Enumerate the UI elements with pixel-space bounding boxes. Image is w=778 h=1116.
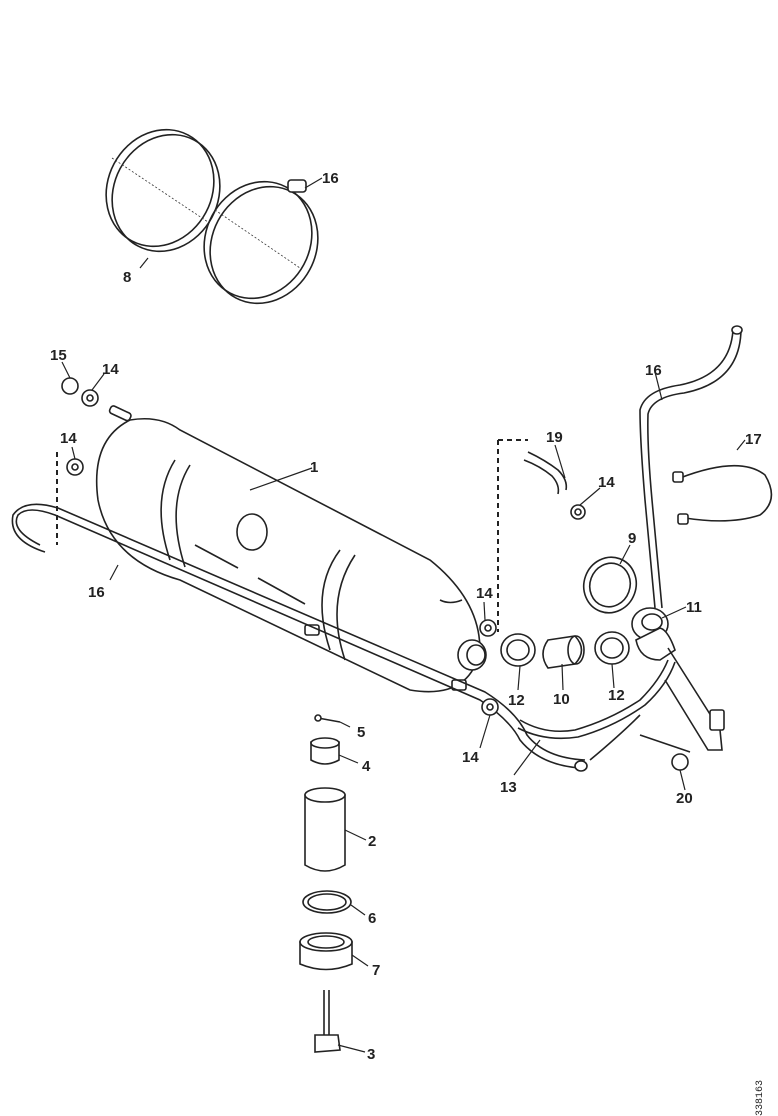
nut-14-b <box>66 458 84 476</box>
clamp-ring-8 <box>105 128 221 253</box>
screw-5 <box>314 714 341 723</box>
callout-12-a: 12 <box>508 692 525 709</box>
callout-13: 13 <box>500 779 517 796</box>
sleeve-10 <box>542 635 585 669</box>
callout-14-e: 14 <box>598 474 615 491</box>
callout-16-right: 16 <box>645 362 662 379</box>
tank-1 <box>95 405 481 693</box>
callout-9: 9 <box>628 530 636 547</box>
callout-6: 6 <box>368 910 376 927</box>
callout-14-a: 14 <box>102 361 119 378</box>
callout-14-b: 14 <box>60 430 77 447</box>
callout-1: 1 <box>310 459 318 476</box>
callout-8: 8 <box>123 269 131 286</box>
coupling-12-b <box>594 631 630 665</box>
filter-cartridge-2 <box>304 787 346 872</box>
callout-labels: 8 16 15 14 14 1 16 14 12 10 12 14 13 9 1… <box>50 170 762 1063</box>
cap-15 <box>61 377 79 395</box>
callout-2: 2 <box>368 833 376 850</box>
valve-11 <box>631 607 676 661</box>
nut-14-c <box>479 619 497 637</box>
callout-3: 3 <box>367 1046 375 1063</box>
leader-lines <box>61 177 746 1053</box>
callout-5: 5 <box>357 724 365 741</box>
nut-14-e <box>570 504 586 520</box>
callout-4: 4 <box>362 758 371 775</box>
coupling-12-a <box>500 633 536 667</box>
o-ring-6 <box>302 890 352 914</box>
callout-16-left: 16 <box>88 584 105 601</box>
callout-12-b: 12 <box>608 687 625 704</box>
pipe-13 <box>517 659 676 761</box>
nut-14-a <box>81 389 99 407</box>
callout-19: 19 <box>546 429 563 446</box>
drain-valve-3 <box>314 990 341 1053</box>
callout-15: 15 <box>50 347 67 364</box>
alignment-line-right <box>497 439 528 632</box>
callout-14-c: 14 <box>476 585 493 602</box>
nut-14-d <box>481 698 499 716</box>
pipe-16-upper <box>639 325 743 609</box>
callout-20: 20 <box>676 790 693 807</box>
callout-11: 11 <box>686 599 702 616</box>
callout-7: 7 <box>372 962 380 979</box>
callout-16-top: 16 <box>322 170 339 187</box>
callout-14-d: 14 <box>462 749 479 766</box>
nut-7 <box>299 932 353 971</box>
cap-4 <box>310 737 340 765</box>
bracket-20 <box>639 647 725 771</box>
reference-code: 338163 <box>755 1080 766 1116</box>
tank-outlet <box>457 639 487 671</box>
callout-10: 10 <box>553 691 570 708</box>
connector-19 <box>523 451 568 495</box>
strap-17 <box>672 464 773 525</box>
callout-17: 17 <box>745 431 762 448</box>
seal-9 <box>582 556 638 614</box>
clamp-ring-16 <box>203 179 319 305</box>
pipe-16-lower <box>11 503 588 772</box>
